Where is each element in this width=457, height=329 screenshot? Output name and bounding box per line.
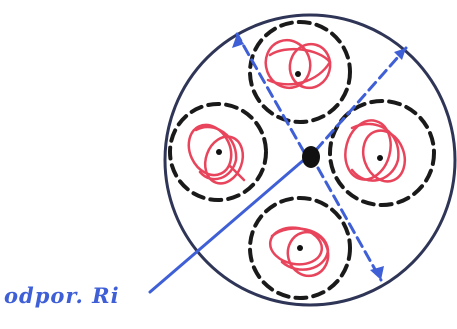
scribble-bottom [267,224,333,281]
dot-bottom [297,245,303,251]
scribble-left [181,118,249,189]
radius-line [150,158,306,292]
dot-top [295,71,301,77]
scribble-top [259,34,335,94]
dot-right [377,155,383,161]
scribble-right [339,115,412,187]
arrowhead-lower-right [370,266,384,280]
dot-left [216,149,222,155]
center-dot [302,146,320,168]
resistance-label: odpor. Ri [4,283,120,308]
